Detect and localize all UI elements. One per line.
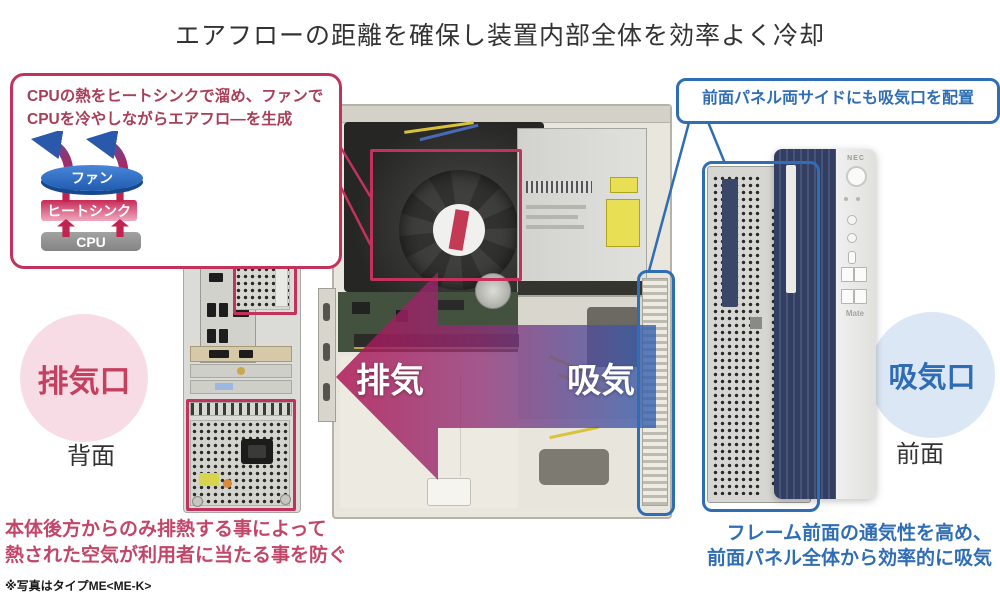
usb-port-icon (854, 289, 867, 304)
hdmi-port-icon (209, 273, 223, 282)
usb-port-icon (854, 267, 867, 282)
cpu-cooling-text-line1: CPUの熱をヒートシンクで溜め、ファンで (27, 88, 324, 105)
expansion-slot-cover (190, 364, 292, 378)
chassis-button (427, 478, 471, 506)
front-tower-photo: NEC Mate (774, 149, 876, 499)
drive-base (518, 281, 646, 295)
screw-icon (192, 496, 203, 507)
heatsink-bar: ヒートシンク (41, 200, 137, 221)
psu-sticker (223, 479, 232, 488)
bracket-slot (323, 303, 330, 321)
usb-port-icon (207, 329, 216, 343)
chip (352, 302, 370, 314)
card-reader-bar (722, 179, 738, 307)
intake-port-label: 吸気口 (888, 362, 976, 394)
drive-print (526, 205, 586, 209)
optical-bay-strip (786, 165, 796, 293)
power-socket-icon (241, 439, 273, 464)
page-title: エアフローの距離を確保し装置内部全体を効率よく冷却 (174, 22, 825, 50)
rear-caption: 背面 (67, 443, 115, 470)
tower-side-panel (836, 149, 876, 499)
usb-port-icon (219, 303, 228, 317)
cpu-label: CPU (76, 233, 106, 250)
slot-port-icon (209, 350, 229, 358)
frame-clip (750, 317, 762, 329)
drive-label (610, 177, 638, 193)
intake-port-circle: 吸気口 (869, 312, 995, 438)
antenna-connector-icon (237, 367, 245, 375)
optical-drive (517, 128, 647, 296)
blower-fan (399, 170, 519, 290)
photo-footnote: ※写真はタイプME<ME-K> (5, 579, 152, 593)
usb-port-icon (219, 329, 228, 343)
rear-bottom-exhaust-highlight (186, 399, 296, 511)
exhaust-arrow-label: 排気 (356, 362, 424, 400)
front-caption: 前面 (896, 441, 944, 468)
drive-label (606, 199, 640, 247)
intake-callout: 前面パネル両サイドにも吸気口を配置 (676, 78, 1000, 124)
psu-sticker (199, 473, 219, 486)
airflow-arrow (336, 272, 656, 480)
psu-cage (519, 421, 645, 509)
expansion-slot-cover (190, 380, 292, 394)
rear-bracket (318, 288, 336, 422)
drive-barcode (526, 181, 592, 193)
exhaust-port-circle: 排気口 (20, 314, 148, 442)
drive-print (526, 225, 584, 229)
usb-port-icon (207, 303, 216, 317)
chip (438, 300, 464, 310)
front-intake-note: フレーム前面の通気性を高め、 前面パネル全体から効率的に吸気 (640, 521, 992, 571)
slot-port-icon (239, 350, 253, 358)
front-intake-note-line2: 前面パネル全体から効率的に吸気 (706, 548, 992, 569)
front-vent-highlight (637, 270, 675, 516)
intake-callout-text: 前面パネル両サイドにも吸気口を配置 (701, 90, 974, 107)
power-socket-inner (248, 445, 266, 458)
indicator-led (856, 197, 860, 201)
cable-bundle (539, 449, 609, 485)
slot-sticker (215, 383, 233, 390)
rear-exhaust-note-line1: 本体後方からのみ排熱する事によって (5, 519, 327, 540)
psu-vent-grille (190, 420, 290, 506)
expansion-slot-cover (190, 346, 292, 362)
nec-logo: NEC (847, 155, 865, 162)
mate-logo: Mate (845, 309, 865, 318)
exhaust-port-label: 排気口 (37, 363, 131, 399)
tower-front-ribs (774, 149, 836, 499)
indicator-led (844, 197, 848, 201)
cpu-cooling-text-line2: CPUを冷やしながらエアフロ―を生成 (27, 111, 293, 128)
usb-c-port-icon (848, 251, 856, 264)
headphone-jack-icon (847, 215, 857, 225)
usb-port-icon (841, 267, 854, 282)
mic-jack-icon (847, 233, 857, 243)
vent-slot-bar (190, 402, 292, 416)
screw-icon (280, 494, 291, 505)
drive-print (526, 215, 578, 219)
fan-disc: ファン (41, 165, 143, 191)
intake-arrow-label: 吸気 (567, 362, 635, 400)
chassis-interior-photo (332, 104, 675, 519)
front-frame-highlight (702, 161, 820, 512)
heatsink-label: ヒートシンク (47, 202, 131, 219)
rear-exhaust-note: 本体後方からのみ排熱する事によって 熱された空気が利用者に当たる事を防ぐ (5, 517, 347, 569)
bracket-slot (323, 383, 330, 401)
cpu-bar: CPU (41, 232, 141, 251)
fan-highlight-box (370, 149, 522, 281)
bracket-slot (323, 343, 330, 361)
fan-label: ファン (71, 170, 113, 186)
cpu-cooling-callout: CPUの熱をヒートシンクで溜め、ファンで CPUを冷やしながらエアフロ―を生成 … (10, 73, 342, 269)
rear-exhaust-note-line2: 熱された空気が利用者に当たる事を防ぐ (5, 545, 348, 566)
usb-port-icon (841, 289, 854, 304)
fan-hub (433, 204, 485, 256)
front-intake-note-line1: フレーム前面の通気性を高め、 (726, 523, 992, 544)
power-button (846, 166, 867, 187)
